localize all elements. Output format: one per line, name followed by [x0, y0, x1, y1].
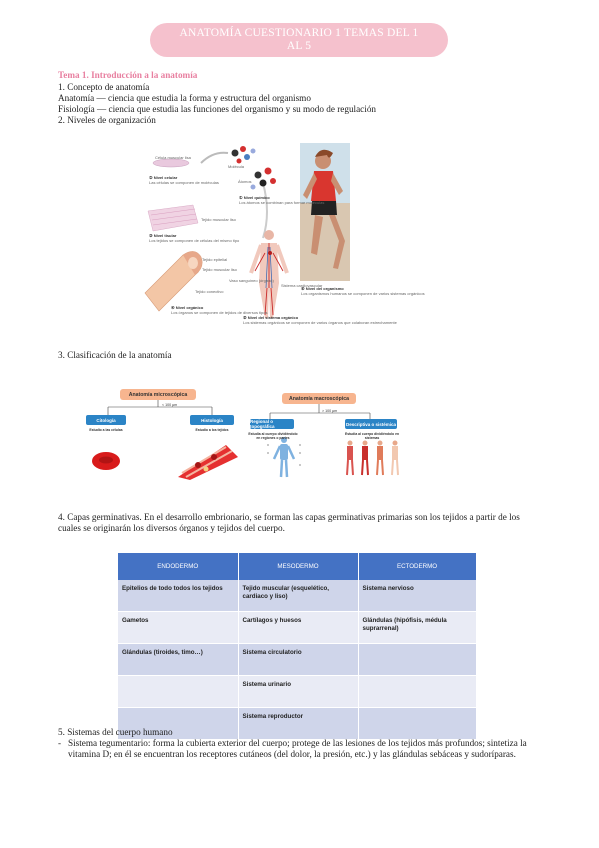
- organization-levels-figure: Célula muscular lisa Molécula Átomos ① N…: [143, 143, 425, 343]
- table-cell: Sistema reproductor: [238, 707, 359, 740]
- body-systems-icon: [346, 440, 399, 476]
- table-cell: Gametos: [118, 611, 239, 644]
- classification-connectors: [92, 397, 399, 480]
- atoms-label: Átomos: [238, 179, 252, 184]
- arrow-icon: [262, 182, 268, 239]
- table-cell: [118, 675, 239, 708]
- table-row: Epitelios de todo todos los tejidos Teji…: [118, 580, 477, 612]
- table-row: Sistema reproductor: [118, 707, 477, 740]
- cell-label: Célula muscular lisa: [155, 155, 191, 160]
- macro-scale-label: > 100 µm: [322, 409, 338, 413]
- header-mesodermo: MESODERMO: [238, 553, 359, 580]
- tissue-label: Tejido muscular liso: [201, 217, 236, 222]
- layer-connective: Tejido conectivo: [195, 289, 224, 294]
- table-cell: [358, 707, 477, 740]
- table-cell: Glándulas (hipófisis, médula suprarrenal…: [358, 611, 477, 644]
- classification-item: 3. Clasificación de la anatomía: [58, 350, 172, 360]
- arrow-icon: [200, 151, 229, 164]
- tegumentary-system-text: Sistema tegumentario: forma la cubierta …: [68, 738, 527, 759]
- histologia-box: Histología: [190, 415, 234, 425]
- table-cell: Epitelios de todo todos los tejidos: [118, 580, 239, 612]
- layer-muscle: Tejido muscular liso: [202, 267, 237, 272]
- germ-layers-paragraph: 4. Capas germinativas. En el desarrollo …: [58, 512, 520, 533]
- levels-item: 2. Niveles de organización: [58, 115, 156, 125]
- regional-desc: Estudia al cuerpo dividiéndolo en region…: [248, 432, 298, 440]
- organization-levels-illustration: [144, 143, 350, 318]
- micro-scale-label: < 100 µm: [162, 403, 178, 407]
- systems-item: 5. Sistemas del cuerpo humano: [58, 727, 173, 737]
- concept-item: 1. Concepto de anatomía: [58, 82, 150, 92]
- header-ectodermo: ECTODERMO: [358, 553, 477, 580]
- muscle-cell-icon: [152, 158, 190, 168]
- atoms-icon: [250, 167, 276, 190]
- document-title: ANATOMÍA CUESTIONARIO 1 TEMAS DEL 1 AL 5: [150, 23, 448, 57]
- table-row: Sistema urinario: [118, 675, 477, 708]
- citologia-desc: Estudio a las células: [89, 428, 123, 432]
- body-regions-icon: [267, 437, 301, 478]
- blood-vessel-icon: [144, 251, 203, 312]
- table-cell: Sistema nervioso: [358, 580, 477, 612]
- molecule-label: Molécula: [228, 164, 245, 169]
- vessel-label: Vaso sanguíneo (órgano): [229, 278, 274, 283]
- tema1-heading: Tema 1. Introducción a la anatomía: [58, 70, 198, 80]
- table-cell: Tejido muscular (esquelético, cardiaco y…: [238, 580, 359, 612]
- table-cell: [118, 707, 239, 740]
- descriptiva-box: Descriptiva o sistémica: [345, 419, 397, 429]
- layer-epithelial: Tejido epitelial: [202, 257, 228, 262]
- citologia-box: Citología: [86, 415, 126, 425]
- table-cell: [358, 643, 477, 676]
- title-line-1: ANATOMÍA CUESTIONARIO 1 TEMAS DEL 1: [179, 27, 419, 39]
- table-cell: Sistema urinario: [238, 675, 359, 708]
- table-cell: Glándulas (tiroides, timo…): [118, 643, 239, 676]
- table-header-row: ENDODERMO MESODERMO ECTODERMO: [118, 553, 477, 580]
- header-endodermo: ENDODERMO: [118, 553, 239, 580]
- histologia-desc: Estudio a los tejidos: [195, 428, 229, 432]
- anatomy-classification-diagram: Anatomía microscópica Anatomía macroscóp…: [86, 385, 436, 480]
- germ-layers-table: ENDODERMO MESODERMO ECTODERMO Epitelios …: [118, 553, 477, 740]
- table-row: Glándulas (tiroides, timo…) Sistema circ…: [118, 643, 477, 676]
- micro-connector: [107, 397, 213, 415]
- system-label: Sistema cardiovascular: [281, 283, 323, 288]
- fisiologia-definition: Fisiología — ciencia que estudia las fun…: [58, 104, 377, 114]
- title-line-2: AL 5: [286, 40, 312, 52]
- table-cell: Sistema circulatorio: [238, 643, 359, 676]
- blood-vessel-tissue-icon: [178, 445, 238, 480]
- table-row: Gametos Cartílagos y huesos Glándulas (h…: [118, 611, 477, 644]
- macro-anatomy-box: Anatomía macroscópica: [282, 393, 356, 404]
- molecule-icon: [231, 146, 256, 164]
- macro-connector: [269, 403, 371, 419]
- table-cell: Cartílagos y huesos: [238, 611, 359, 644]
- runner-photo: [300, 143, 350, 281]
- muscle-tissue-icon: [147, 204, 199, 232]
- region-markers: [267, 444, 301, 466]
- micro-anatomy-box: Anatomía microscópica: [120, 389, 196, 400]
- descriptiva-desc: Estudia al cuerpo dividiéndolo en sistem…: [344, 432, 400, 440]
- anatomia-definition: Anatomía — ciencia que estudia la forma …: [58, 93, 311, 103]
- regional-box: Regional o topográfica: [250, 419, 294, 429]
- bullet-mark: -: [58, 738, 62, 748]
- cardiovascular-system-icon: [249, 230, 289, 318]
- table-cell: [358, 675, 477, 708]
